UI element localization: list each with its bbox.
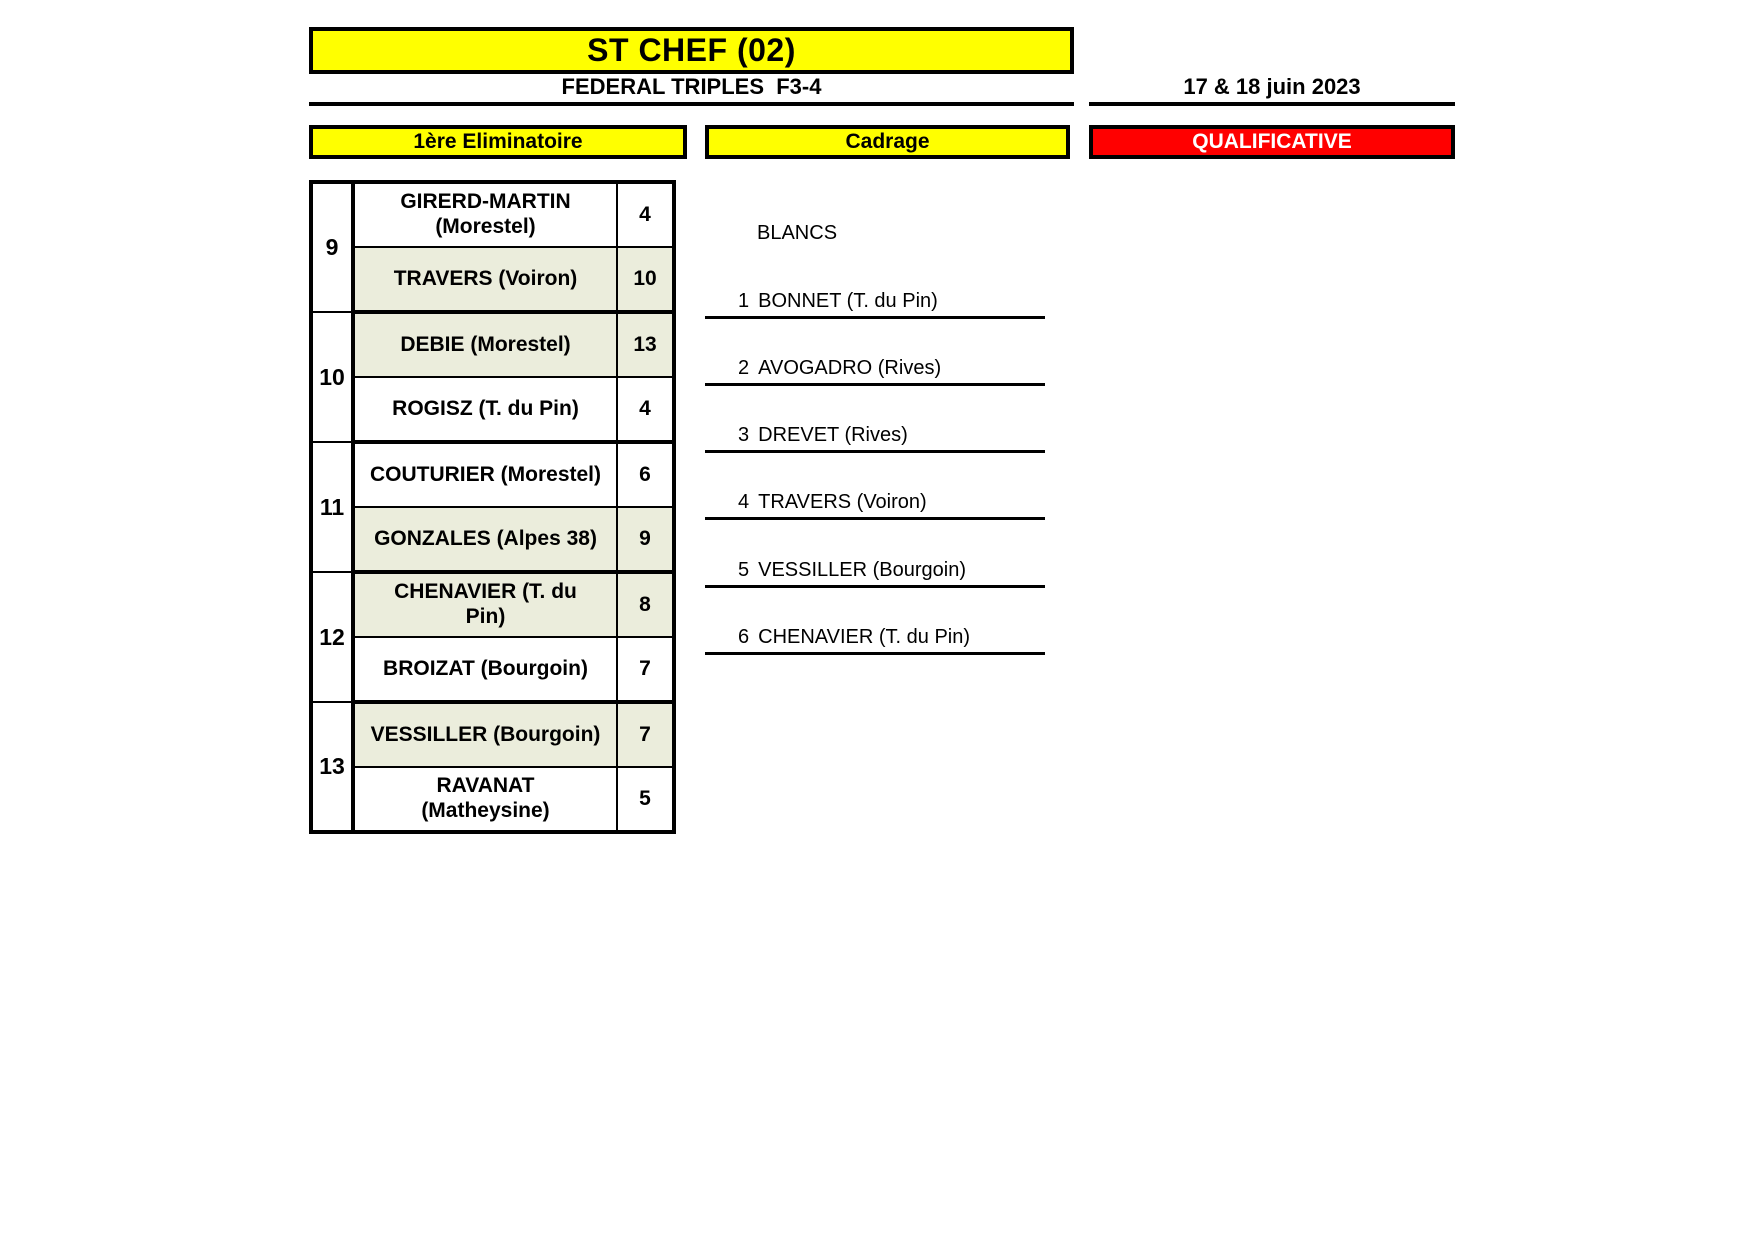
list-item: 5 VESSILLER (Bourgoin): [705, 548, 1045, 588]
entry-number: 2: [738, 357, 750, 379]
event-date: 17 & 18 juin 2023: [1089, 74, 1455, 106]
team-name: VESSILLER (Bourgoin): [352, 701, 618, 768]
team-name: COUTURIER (Morestel): [352, 441, 618, 508]
list-item: 2 AVOGADRO (Rives): [705, 346, 1045, 386]
list-item: 4 TRAVERS (Voiron): [705, 480, 1045, 520]
team-score: 7: [616, 636, 675, 704]
entry-number: 4: [738, 491, 750, 513]
team-score: 5: [616, 766, 675, 834]
entry-number: 5: [738, 559, 750, 581]
team-score: 9: [616, 506, 675, 574]
table-row: 13 VESSILLER (Bourgoin) 7: [310, 701, 675, 833]
table-row: BROIZAT (Bourgoin) 7: [311, 636, 675, 704]
team-score: 8: [616, 571, 675, 638]
competition-subtitle: FEDERAL TRIPLES F3-4: [309, 74, 1074, 106]
match-number: 9: [310, 181, 355, 313]
entry-team: VESSILLER (Bourgoin): [758, 559, 967, 581]
team-name: TRAVERS (Voiron): [352, 246, 618, 314]
entry-number: 1: [738, 290, 750, 312]
section-header-qualificative: QUALIFICATIVE: [1089, 125, 1455, 159]
page-title: ST CHEF (02): [309, 27, 1074, 74]
table-row: TRAVERS (Voiron) 10: [311, 246, 675, 314]
team-name: RAVANAT (Matheysine): [352, 766, 618, 834]
table-row: 11 COUTURIER (Morestel) 6: [310, 441, 675, 573]
entry-number: 6: [738, 626, 750, 648]
section-header-eliminatoire: 1ère Eliminatoire: [309, 125, 687, 159]
section-header-cadrage: Cadrage: [705, 125, 1070, 159]
entry-team: DREVET (Rives): [758, 424, 908, 446]
list-item: 6 CHENAVIER (T. du Pin): [705, 615, 1045, 655]
team-score: 6: [616, 441, 675, 508]
match-number: 10: [310, 311, 355, 443]
table-row: 12 CHENAVIER (T. du Pin) 8: [310, 571, 675, 703]
team-score: 4: [616, 181, 675, 248]
team-name: CHENAVIER (T. du Pin): [352, 571, 618, 638]
table-row: GONZALES (Alpes 38) 9: [311, 506, 675, 574]
team-name: GONZALES (Alpes 38): [352, 506, 618, 574]
match-number: 11: [310, 441, 355, 573]
entry-team: AVOGADRO (Rives): [758, 357, 942, 379]
table-row: ROGISZ (T. du Pin) 4: [311, 376, 675, 444]
table-row: 9 GIRERD-MARTIN (Morestel) 4: [310, 181, 675, 313]
team-name: ROGISZ (T. du Pin): [352, 376, 618, 444]
entry-team: CHENAVIER (T. du Pin): [758, 626, 971, 648]
team-name: DEBIE (Morestel): [352, 311, 618, 378]
team-score: 10: [616, 246, 675, 314]
match-number: 12: [310, 571, 355, 703]
team-name: GIRERD-MARTIN (Morestel): [352, 181, 618, 248]
table-row: 10 DEBIE (Morestel) 13: [310, 311, 675, 443]
entry-team: TRAVERS (Voiron): [758, 491, 927, 513]
bracket-table: 9 GIRERD-MARTIN (Morestel) 4 TRAVERS (Vo…: [309, 180, 676, 834]
list-item: 3 DREVET (Rives): [705, 413, 1045, 453]
list-item: 1 BONNET (T. du Pin): [705, 279, 1045, 319]
team-name: BROIZAT (Bourgoin): [352, 636, 618, 704]
entry-team: BONNET (T. du Pin): [758, 290, 938, 312]
team-score: 7: [616, 701, 675, 768]
entry-number: 3: [738, 424, 750, 446]
table-row: RAVANAT (Matheysine) 5: [311, 766, 675, 834]
blancs-heading: BLANCS: [757, 222, 838, 244]
team-score: 4: [616, 376, 675, 444]
team-score: 13: [616, 311, 675, 378]
match-number: 13: [310, 701, 355, 833]
